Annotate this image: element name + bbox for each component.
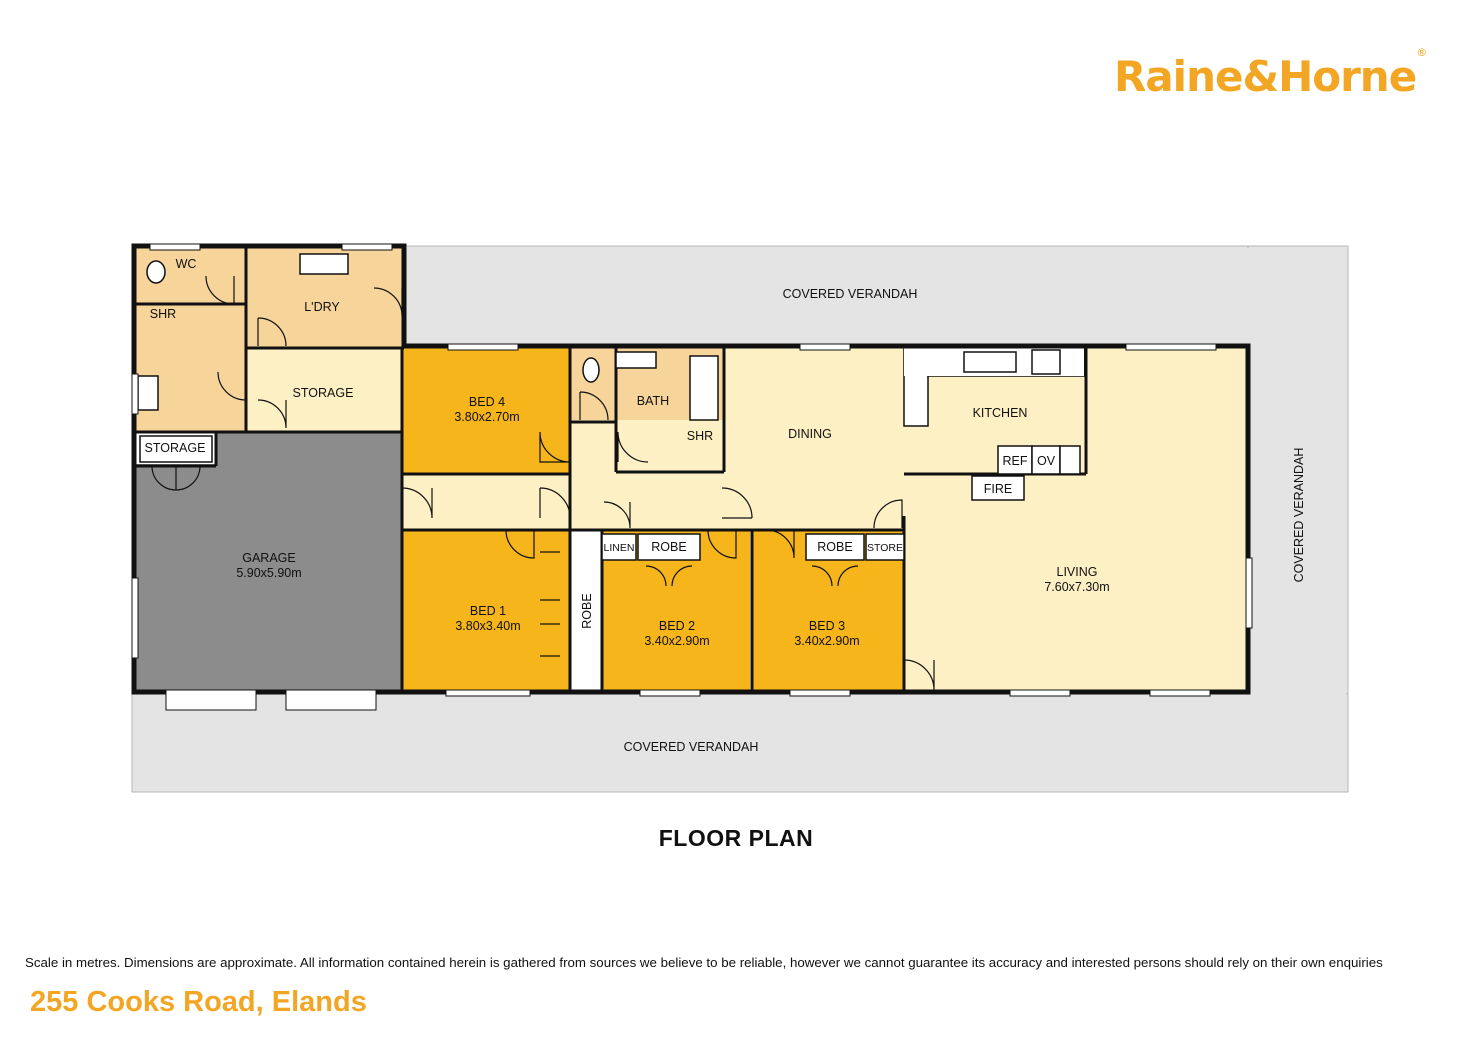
label-living-dims: 7.60x7.30m bbox=[1044, 580, 1109, 594]
label-linen: LINEN bbox=[604, 542, 635, 554]
label-kitchen: KITCHEN bbox=[973, 406, 1028, 420]
label-bed3-name: BED 3 bbox=[809, 619, 845, 633]
label-bed4-name: BED 4 bbox=[469, 395, 505, 409]
label-robe-2: ROBE bbox=[651, 540, 686, 554]
label-wc: WC bbox=[176, 257, 197, 271]
label-garage-name: GARAGE bbox=[242, 551, 296, 565]
label-bed1-dims: 3.80x3.40m bbox=[455, 619, 520, 633]
label-bed2-dims: 3.40x2.90m bbox=[644, 634, 709, 648]
label-ref: REF bbox=[1003, 454, 1028, 468]
walls bbox=[131, 243, 1251, 695]
label-bed3-dims: 3.40x2.90m bbox=[794, 634, 859, 648]
verandah-areas bbox=[131, 245, 1349, 793]
label-bed4-dims: 3.80x2.70m bbox=[454, 410, 519, 424]
label-storage-1: STORAGE bbox=[293, 386, 354, 400]
windows bbox=[131, 243, 1253, 711]
label-verandah-north: COVERED VERANDAH bbox=[783, 287, 918, 301]
label-bath: BATH bbox=[637, 394, 669, 408]
label-fire: FIRE bbox=[984, 482, 1012, 496]
label-laundry: L'DRY bbox=[304, 300, 340, 314]
label-living-name: LIVING bbox=[1057, 565, 1098, 579]
label-bed1-name: BED 1 bbox=[470, 604, 506, 618]
label-dining: DINING bbox=[788, 427, 832, 441]
plan-title: FLOOR PLAN bbox=[658, 825, 814, 851]
label-shr-2: SHR bbox=[687, 429, 713, 443]
brand-logo: Raine&Horne® bbox=[1114, 46, 1427, 101]
fixtures bbox=[137, 253, 1081, 561]
label-storage-2: STORAGE bbox=[145, 441, 206, 455]
room-labels: WC SHR L'DRY STORAGE STORAGE BED 4 3.80x… bbox=[145, 257, 1306, 754]
disclaimer-text: Scale in metres. Dimensions are approxim… bbox=[25, 955, 1383, 970]
door-swings bbox=[151, 275, 935, 691]
label-verandah-south: COVERED VERANDAH bbox=[624, 740, 759, 754]
label-store: STORE bbox=[867, 542, 903, 554]
label-robe-3: ROBE bbox=[817, 540, 852, 554]
property-address: 255 Cooks Road, Elands bbox=[30, 986, 367, 1018]
label-shr-1: SHR bbox=[150, 307, 176, 321]
label-garage-dims: 5.90x5.90m bbox=[236, 566, 301, 580]
label-bed2-name: BED 2 bbox=[659, 619, 695, 633]
label-robe-1: ROBE bbox=[580, 593, 594, 628]
label-verandah-east: COVERED VERANDAH bbox=[1292, 448, 1306, 583]
label-ov: OV bbox=[1037, 454, 1056, 468]
